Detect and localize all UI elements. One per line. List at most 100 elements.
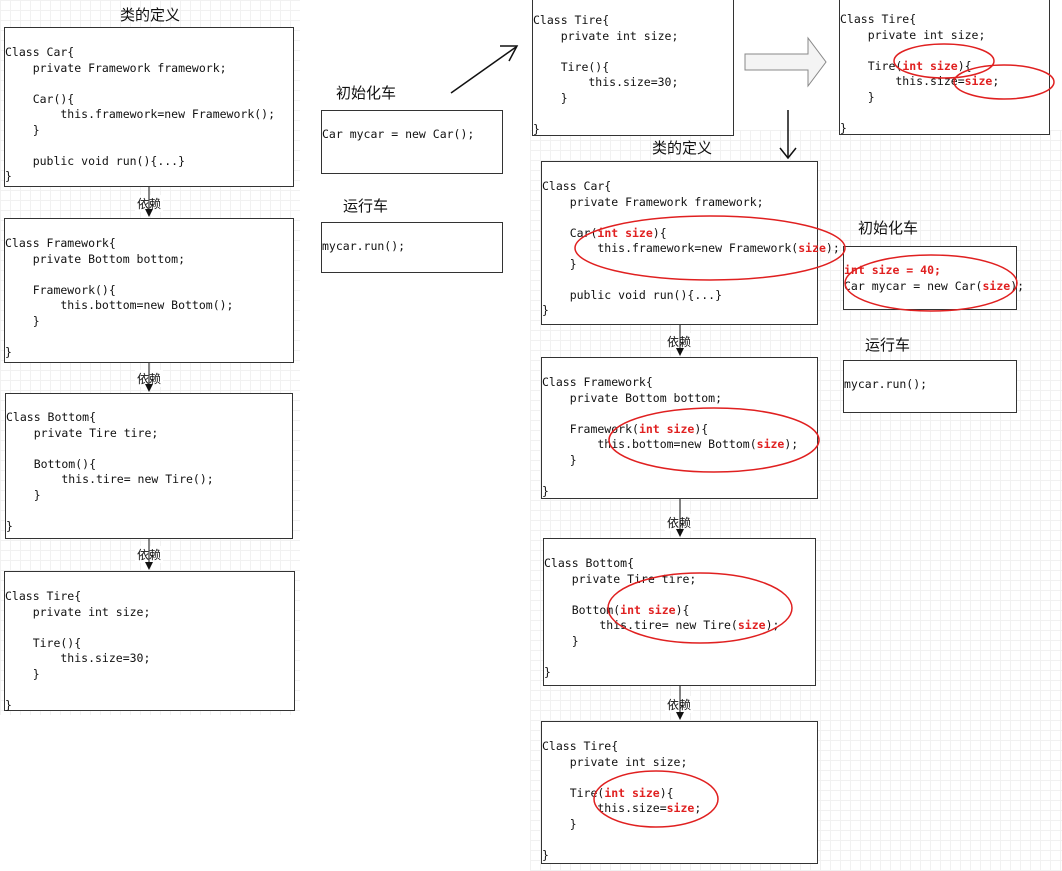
left-init-car-code: Car mycar = new Car(); (322, 127, 475, 141)
code-token: ){ (694, 421, 709, 436)
left-car-class-code: Class Car{ private Framework framework; … (5, 45, 275, 185)
left-bottom-class-code: Class Bottom{ private Tire tire; Bottom(… (6, 410, 214, 534)
top-tire-original-code: Class Tire{ private int size; Tire(){ th… (533, 13, 678, 137)
left-run-car-code: mycar.run(); (322, 239, 406, 253)
code-line: Car(int size){ (542, 226, 840, 242)
code-line: public void run(){...} (5, 153, 186, 168)
code-token: Class Framework{ (542, 375, 653, 389)
right-class-definition-title: 类的定义 (652, 139, 713, 157)
code-line: this.framework=new Framework(size); (542, 241, 839, 257)
highlight-ellipse-tire (593, 770, 719, 828)
code-line: private int size; (542, 755, 701, 771)
code-line: } (5, 313, 40, 328)
code-line: Tire(){ (5, 635, 82, 650)
left-init-car-title: 初始化车 (336, 84, 397, 102)
code-line: } (542, 257, 840, 273)
highlight-ellipse-bottom (607, 572, 793, 644)
code-line: Framework(){ (5, 282, 116, 297)
code-token: this.size= (542, 801, 667, 815)
code-line: } (542, 484, 798, 500)
code-line: } (5, 666, 40, 681)
code-line: this.bottom=new Bottom(); (5, 298, 234, 312)
code-line: } (542, 848, 701, 864)
left-tire-class-code: Class Tire{ private int size; Tire(){ th… (5, 589, 150, 713)
code-line: Class Bottom{ (544, 556, 779, 572)
code-line: Tire(){ (533, 59, 610, 74)
right-init-car-code: int size = 40;Car mycar = new Car(size); (844, 263, 1024, 294)
code-token: Class Car{ (542, 179, 612, 193)
code-line: Class Tire{ (533, 13, 610, 27)
code-line: Class Tire{ (5, 589, 82, 603)
right-init-car-box: int size = 40;Car mycar = new Car(size); (843, 246, 1024, 310)
code-line: private int size; (840, 28, 999, 44)
code-line: } (6, 518, 13, 533)
left-framework-class-box: Class Framework{ private Bottom bottom; … (4, 218, 294, 363)
code-token: ){ (957, 58, 972, 73)
highlighted-code-token: size (964, 74, 993, 88)
right-init-car-title: 初始化车 (858, 219, 919, 237)
code-line: Class Car{ (542, 179, 840, 195)
code-token: } (544, 633, 579, 648)
code-token: Tire( (542, 785, 605, 800)
code-line: } (6, 487, 41, 502)
right-dependency-label-1: 依赖 (665, 333, 694, 350)
modify-block-arrow (744, 36, 827, 88)
code-token: } (542, 847, 549, 862)
code-line: private Framework framework; (5, 60, 227, 75)
code-token: } (544, 664, 551, 679)
code-line: } (840, 121, 999, 137)
diagonal-arrow-head (500, 45, 519, 62)
code-token: private int size; (542, 754, 688, 769)
code-line: Tire(int size){ (542, 786, 701, 802)
left-car-class-box: Class Car{ private Framework framework; … (4, 27, 294, 187)
left-class-definition-title: 类的定义 (120, 6, 181, 24)
left-framework-class-code: Class Framework{ private Bottom bottom; … (5, 236, 233, 360)
code-token: this.framework=new Framework( (542, 241, 799, 255)
code-token: Class Tire{ (840, 12, 917, 26)
code-line: this.tire= new Tire(size); (544, 618, 779, 634)
code-line: Car mycar = new Car(size); (844, 279, 1024, 295)
code-line: } (5, 169, 12, 183)
right-tire-class-box: Class Tire{ private int size; Tire(int s… (541, 721, 818, 864)
right-run-car-title: 运行车 (865, 336, 911, 354)
code-line: private int size; (5, 604, 151, 619)
code-token: Car mycar = new Car( (844, 278, 983, 293)
highlighted-code-token: int size (604, 785, 660, 800)
code-token: public void run(){...} (542, 287, 723, 302)
code-line: } (542, 817, 701, 833)
code-line: private Framework framework; (542, 195, 840, 211)
code-token: } (542, 452, 577, 467)
code-token: } (840, 89, 875, 104)
left-run-car-title: 运行车 (343, 197, 389, 215)
code-line: public void run(){...} (542, 288, 840, 304)
code-line: Bottom(){ (6, 456, 97, 471)
code-line: private Bottom bottom; (5, 251, 186, 266)
right-run-car-code: mycar.run(); (844, 377, 928, 391)
right-car-class-code: Class Car{ private Framework framework; … (542, 179, 840, 319)
code-line: } (544, 665, 779, 681)
code-line: Class Car{ (5, 45, 75, 59)
top-tire-original-box: Class Tire{ private int size; Tire(){ th… (532, 0, 734, 136)
code-token: private int size; (840, 27, 986, 42)
code-line: Class Bottom{ (6, 410, 97, 424)
code-line: } (542, 453, 798, 469)
left-bottom-class-box: Class Bottom{ private Tire tire; Bottom(… (5, 393, 293, 539)
code-token: ; (694, 801, 702, 815)
left-run-car-box: mycar.run(); (321, 222, 503, 273)
left-init-car-box: Car mycar = new Car(); (321, 110, 503, 174)
right-tire-class-code: Class Tire{ private int size; Tire(int s… (542, 739, 701, 863)
code-token: } (542, 303, 549, 317)
code-token: private Bottom bottom; (542, 390, 723, 405)
right-car-class-box: Class Car{ private Framework framework; … (541, 161, 840, 325)
highlighted-code-token: int size (902, 58, 958, 73)
right-bottom-class-code: Class Bottom{ private Tire tire; Bottom(… (544, 556, 779, 680)
code-line: } (5, 122, 40, 137)
code-line: this.size=30; (5, 651, 151, 665)
code-token: ; (992, 74, 1000, 88)
code-line: } (533, 90, 568, 105)
right-framework-class-code: Class Framework{ private Bottom bottom; … (542, 375, 798, 499)
code-line: this.size=size; (542, 801, 701, 817)
code-line: private Bottom bottom; (542, 391, 798, 407)
code-line: Class Framework{ (542, 375, 798, 391)
